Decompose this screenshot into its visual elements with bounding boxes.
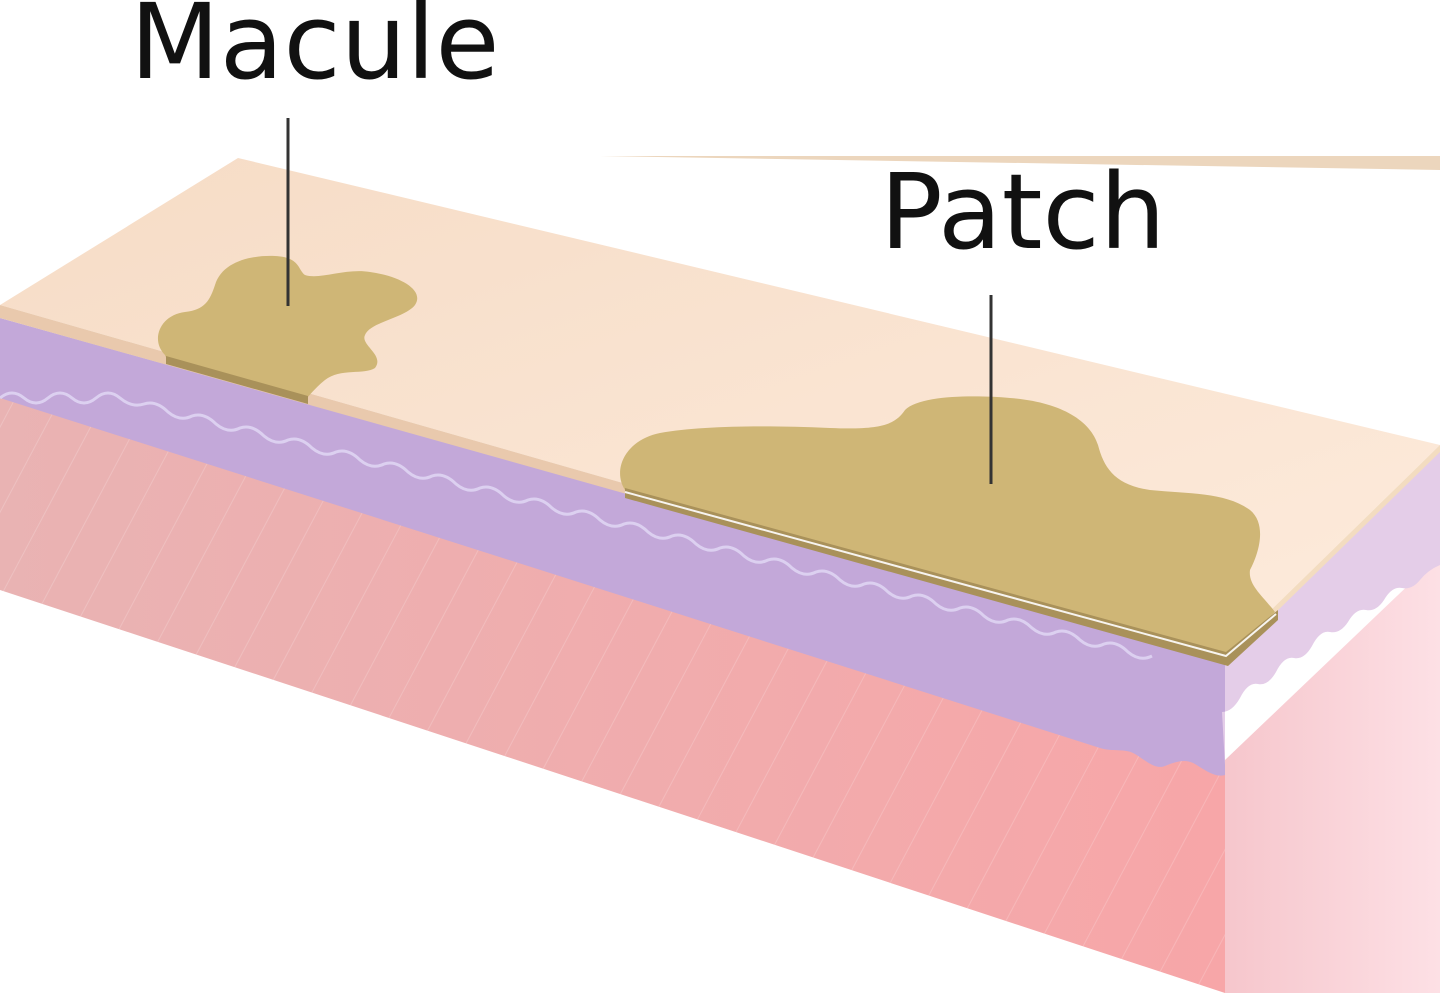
epidermis-layer-side [1222,445,1440,765]
patch-lesion-highlight [624,491,1277,658]
background-surface-line [600,156,1440,170]
macule-label: Macule [130,0,499,103]
skin-surface-side-edge [1225,445,1440,662]
epidermis-layer-front-fill [0,318,1225,776]
dermal-epidermal-junction [0,391,1153,660]
macule-lesion [157,255,418,400]
dermis-front-fibers [0,395,1225,993]
patch-label: Patch [880,151,1166,273]
patch-lesion [620,396,1275,655]
dermis-side-face [1225,555,1440,993]
macule-lesion-edge [166,356,308,404]
